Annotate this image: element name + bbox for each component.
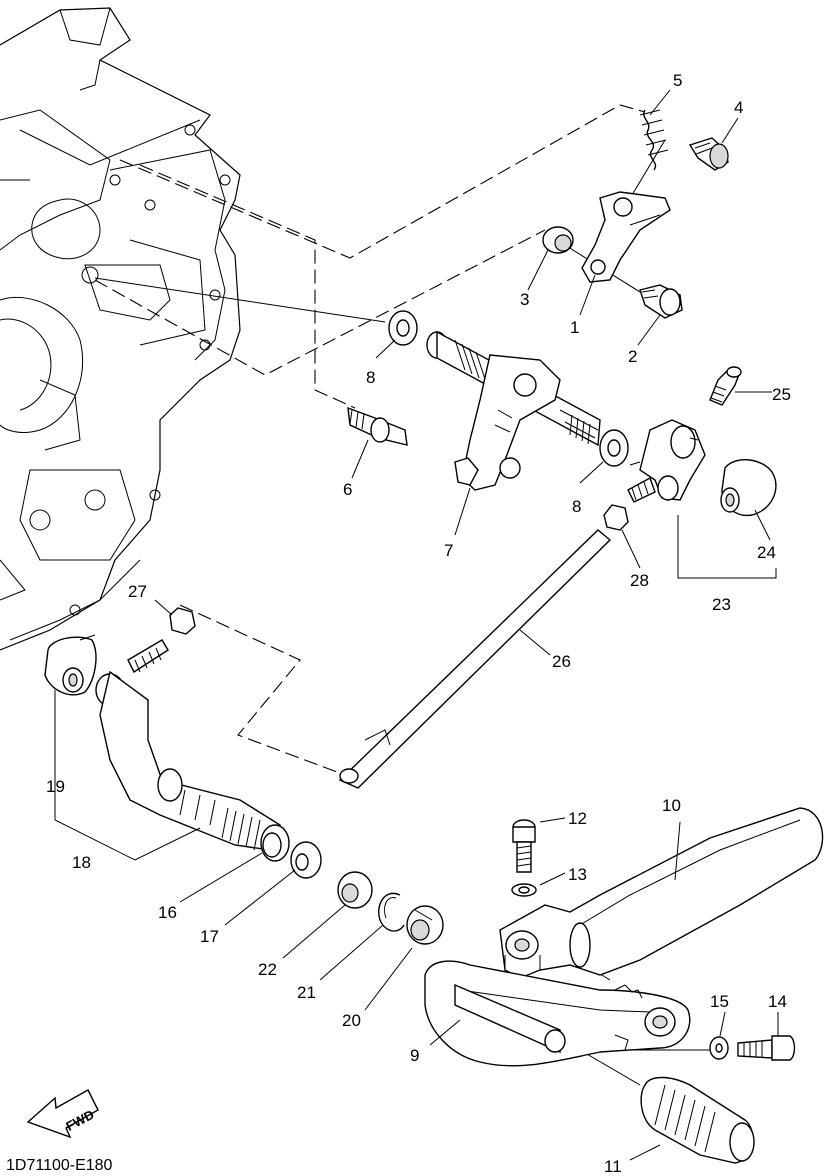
callout-11: 11	[604, 1157, 622, 1176]
bolt-part-14	[737, 1035, 796, 1061]
callout-17: 17	[200, 927, 219, 946]
callout-20: 20	[342, 1011, 361, 1030]
bolt-part-25	[709, 366, 742, 406]
callout-6: 6	[343, 480, 352, 499]
circlip-part-21	[378, 892, 405, 932]
washer-part-13	[511, 883, 537, 897]
callout-2: 2	[628, 347, 637, 366]
bushing-part-20	[406, 905, 444, 945]
shift-shaft-part-7	[426, 330, 601, 491]
rod-end-part-23	[627, 419, 706, 503]
lever-part-10	[499, 807, 824, 979]
shift-arm-part-1	[581, 191, 671, 283]
callout-14: 14	[768, 992, 787, 1011]
callout-leaders	[154, 89, 779, 1161]
callout-8-lower: 8	[572, 497, 581, 516]
stud-part-6	[347, 406, 408, 446]
bolt-part-4	[688, 137, 729, 171]
callout-26: 26	[552, 652, 571, 671]
callout-1: 1	[570, 318, 579, 337]
rod-part-26	[338, 529, 612, 789]
callout-27: 27	[128, 582, 147, 601]
nut-part-28	[603, 504, 629, 531]
grip-part-11	[640, 1076, 755, 1164]
callout-10: 10	[662, 796, 681, 815]
callout-15: 15	[710, 992, 729, 1011]
spring-part-5	[639, 109, 669, 171]
callout-22: 22	[258, 960, 277, 979]
bolt-part-2	[639, 284, 683, 319]
washer-part-22	[337, 871, 373, 909]
crankcase	[0, 7, 241, 651]
bracket-23	[677, 515, 777, 579]
callout-19: 19	[46, 777, 65, 796]
callout-28: 28	[630, 571, 649, 590]
callout-7: 7	[444, 541, 453, 560]
callout-18: 18	[72, 853, 91, 872]
washer-part-15	[709, 1036, 729, 1060]
callout-8-upper: 8	[366, 368, 375, 387]
callout-23: 23	[712, 595, 731, 614]
rod-end-part-24	[720, 459, 777, 517]
arm-part-18	[95, 639, 281, 851]
nut-part-27	[169, 607, 196, 635]
collar-part-3	[542, 226, 574, 254]
diagram-code: 1D71100-E180	[6, 1157, 113, 1174]
pedal-part-9	[424, 960, 691, 1067]
washer-part-8-lower	[599, 429, 629, 467]
callout-4: 4	[734, 98, 743, 117]
callout-24: 24	[757, 543, 776, 562]
callout-labels: 1 2 3 4 5 6 7 8 8 9 10 11 12 13 14 15 16…	[46, 71, 791, 1176]
callout-9: 9	[410, 1046, 419, 1065]
rod-end-part-19	[44, 634, 97, 696]
callout-3: 3	[520, 290, 529, 309]
callout-5: 5	[673, 71, 682, 90]
washer-part-17	[290, 841, 322, 879]
bolt-part-12	[512, 819, 536, 873]
bracket-18	[54, 690, 201, 861]
callout-16: 16	[158, 903, 177, 922]
callout-13: 13	[568, 865, 587, 884]
callout-21: 21	[297, 983, 316, 1002]
washer-part-16	[260, 824, 290, 862]
callout-25: 25	[772, 385, 791, 404]
callout-12: 12	[568, 809, 587, 828]
fwd-arrow-icon: FWD	[26, 1089, 99, 1139]
washer-part-8-upper	[388, 310, 418, 346]
